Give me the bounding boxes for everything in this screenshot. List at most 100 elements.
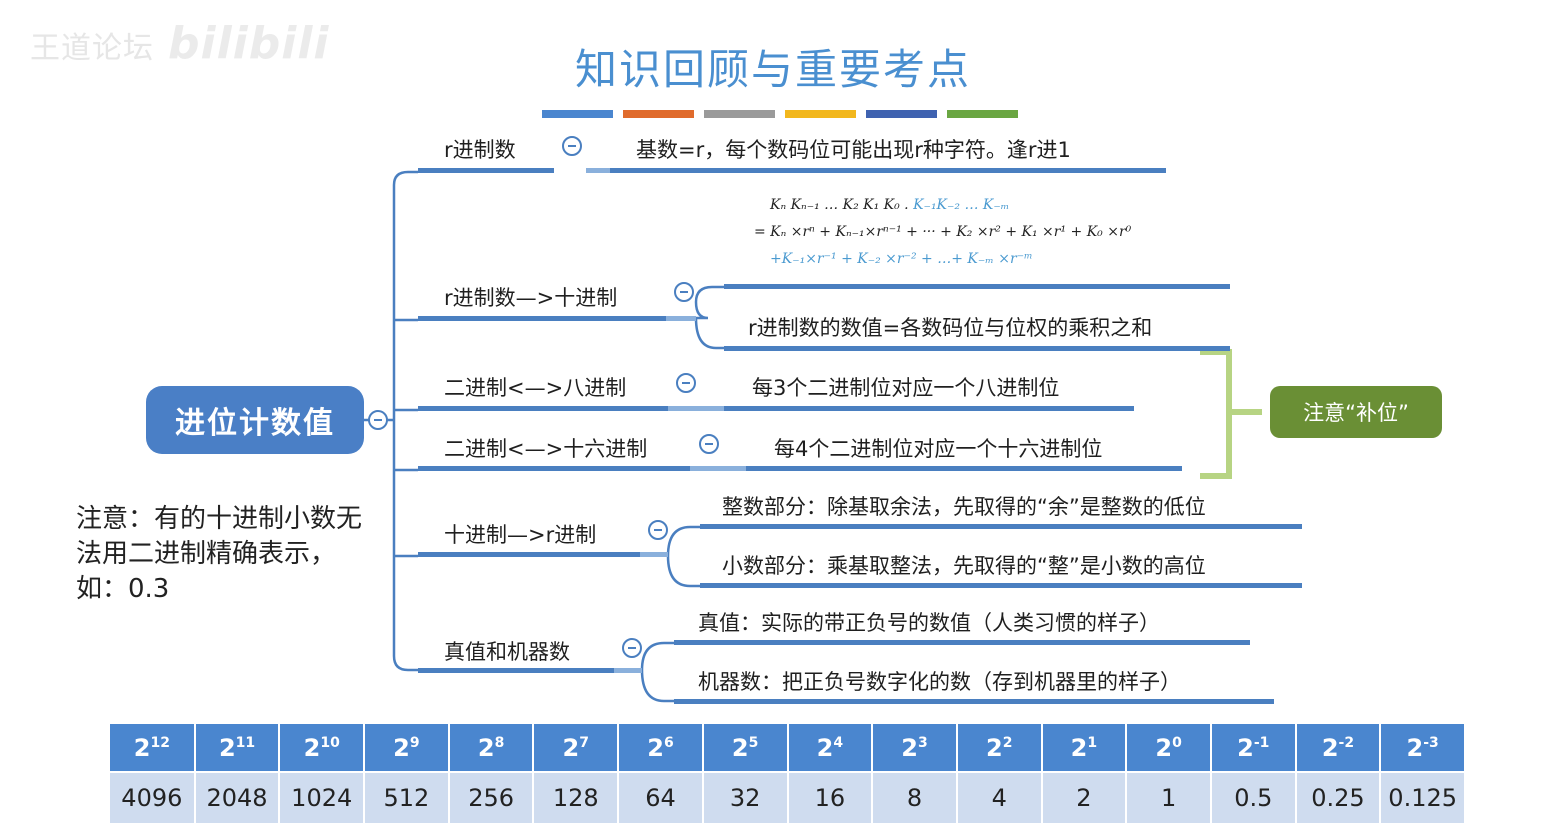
- collapse-icon[interactable]: [674, 282, 694, 302]
- child-underline: [724, 406, 1134, 411]
- bilibili-logo: bilibili: [168, 18, 330, 69]
- power-value-cell: 0.5: [1210, 771, 1297, 823]
- color-bar-segment: [704, 110, 775, 118]
- branch-underline: [418, 168, 554, 173]
- power-base: 2: [985, 733, 1003, 762]
- child-underline: [700, 524, 1302, 529]
- formula-fraction-part: K₋₁K₋₂ … K₋ₘ: [913, 197, 1010, 213]
- power-header-cell: 25: [702, 724, 789, 772]
- power-exponent: 0: [1172, 734, 1182, 751]
- branch-label-dec-to-r[interactable]: 十进制—>r进制: [444, 523, 597, 547]
- power-base: 2: [901, 733, 918, 762]
- collapse-icon[interactable]: [699, 434, 719, 454]
- branch-underline: [418, 552, 640, 557]
- power-base: 2: [647, 733, 664, 762]
- child-text: 每3个二进制位对应一个八进制位: [752, 376, 1060, 400]
- branch-underline: [418, 406, 668, 411]
- child-underline: [724, 346, 1230, 351]
- power-exponent: 7: [579, 734, 589, 751]
- page-title: 知识回顾与重要考点: [574, 45, 971, 94]
- power-exponent: 5: [748, 734, 759, 751]
- child-text: 机器数：把正负号数字化的数（存到机器里的样子）: [698, 670, 1181, 694]
- side-note: 注意：有的十进制小数无法用二进制精确表示，如：0.3: [76, 504, 363, 604]
- power-exponent: -1: [1253, 734, 1270, 751]
- power-exponent: 6: [663, 734, 674, 751]
- power-value-cell: 1024: [279, 771, 366, 823]
- formula-line-1: Kₙ Kₙ₋₁ … K₂ K₁ K₀ . K₋₁K₋₂ … K₋ₘ: [770, 197, 1009, 213]
- child-text: 整数部分：除基取余法，先取得的“余”是整数的低位: [722, 495, 1206, 519]
- power-value-cell: 4096: [110, 771, 196, 823]
- power-exponent: 10: [320, 734, 340, 751]
- power-header-cell: 28: [448, 724, 535, 772]
- collapse-icon[interactable]: [648, 520, 668, 540]
- power-value-cell: 2: [1041, 771, 1128, 823]
- collapse-icon[interactable]: [622, 638, 642, 658]
- power-header-cell: 211: [194, 724, 281, 772]
- power-base: 2: [303, 733, 321, 762]
- power-exponent: 2: [1002, 734, 1013, 751]
- power-value-cell: 128: [533, 771, 620, 823]
- power-base: 2: [1237, 733, 1254, 762]
- connector-line: [666, 316, 696, 321]
- formula-integer-part: Kₙ Kₙ₋₁ … K₂ K₁ K₀ .: [770, 197, 909, 213]
- power-base: 2: [1406, 733, 1424, 762]
- power-value-cell: 1: [1126, 771, 1212, 823]
- power-value-cell: 32: [702, 771, 789, 823]
- power-exponent: 12: [150, 734, 170, 751]
- power-base: 2: [1321, 733, 1339, 762]
- branch-underline: [418, 466, 690, 471]
- power-header-cell: 26: [618, 724, 704, 772]
- power-exponent: 3: [918, 734, 928, 751]
- child-text: 小数部分：乘基取整法，先取得的“整”是小数的高位: [722, 554, 1206, 578]
- watermark-text: 王道论坛: [30, 31, 154, 66]
- color-bar-segment: [785, 110, 856, 118]
- power-header-cell: 20: [1126, 724, 1212, 772]
- power-value-cell: 4: [956, 771, 1043, 823]
- power-value-cell: 64: [618, 771, 704, 823]
- power-header-cell: 2-2: [1295, 724, 1382, 772]
- branch-label-bin-oct[interactable]: 二进制<—>八进制: [444, 376, 627, 400]
- color-bar-segment: [866, 110, 937, 118]
- child-text: 每4个二进制位对应一个十六进制位: [774, 437, 1103, 461]
- power-exponent: 9: [409, 734, 420, 751]
- power-base: 2: [133, 733, 151, 762]
- power-exponent: 1: [1087, 734, 1098, 751]
- notice-padding-box[interactable]: 注意“补位”: [1270, 386, 1442, 438]
- power-header-cell: 24: [787, 724, 874, 772]
- formula-line-3: +K₋₁×r⁻¹ + K₋₂ ×r⁻² + …+ K₋ₘ ×r⁻ᵐ: [770, 251, 1033, 267]
- power-header-cell: 21: [1041, 724, 1128, 772]
- child-underline: [700, 583, 1302, 588]
- power-base: 2: [731, 733, 749, 762]
- collapse-icon[interactable]: [676, 373, 696, 393]
- root-collapse-icon[interactable]: [368, 410, 388, 430]
- color-bar-segment: [542, 110, 613, 118]
- power-base: 2: [477, 733, 495, 762]
- branch-label-r-base[interactable]: r进制数: [444, 138, 516, 162]
- power-header-cell: 2-1: [1210, 724, 1297, 772]
- root-node[interactable]: 进位计数值: [146, 386, 364, 454]
- power-base: 2: [816, 733, 834, 762]
- branch-label-true-machine[interactable]: 真值和机器数: [444, 640, 570, 664]
- power-value-cell: 8: [872, 771, 958, 823]
- power-exponent: -3: [1423, 734, 1439, 751]
- branch-label-r-to-dec[interactable]: r进制数—>十进制: [444, 286, 618, 310]
- power-header-cell: 212: [110, 724, 196, 772]
- power-base: 2: [393, 733, 410, 762]
- branch-underline: [418, 668, 614, 673]
- power-exponent: 8: [494, 734, 505, 751]
- child-underline: [674, 699, 1274, 704]
- child-underline: [746, 466, 1182, 471]
- power-exponent: 11: [235, 734, 256, 751]
- power-value-cell: 16: [787, 771, 874, 823]
- color-bar-segment: [947, 110, 1018, 118]
- watermark: 王道论坛 bilibili: [30, 18, 329, 69]
- power-base: 2: [1155, 733, 1173, 762]
- formula-underline: [724, 284, 1230, 289]
- power-header-cell: 22: [956, 724, 1043, 772]
- collapse-icon[interactable]: [562, 136, 582, 156]
- branch-label-bin-hex[interactable]: 二进制<—>十六进制: [444, 437, 648, 461]
